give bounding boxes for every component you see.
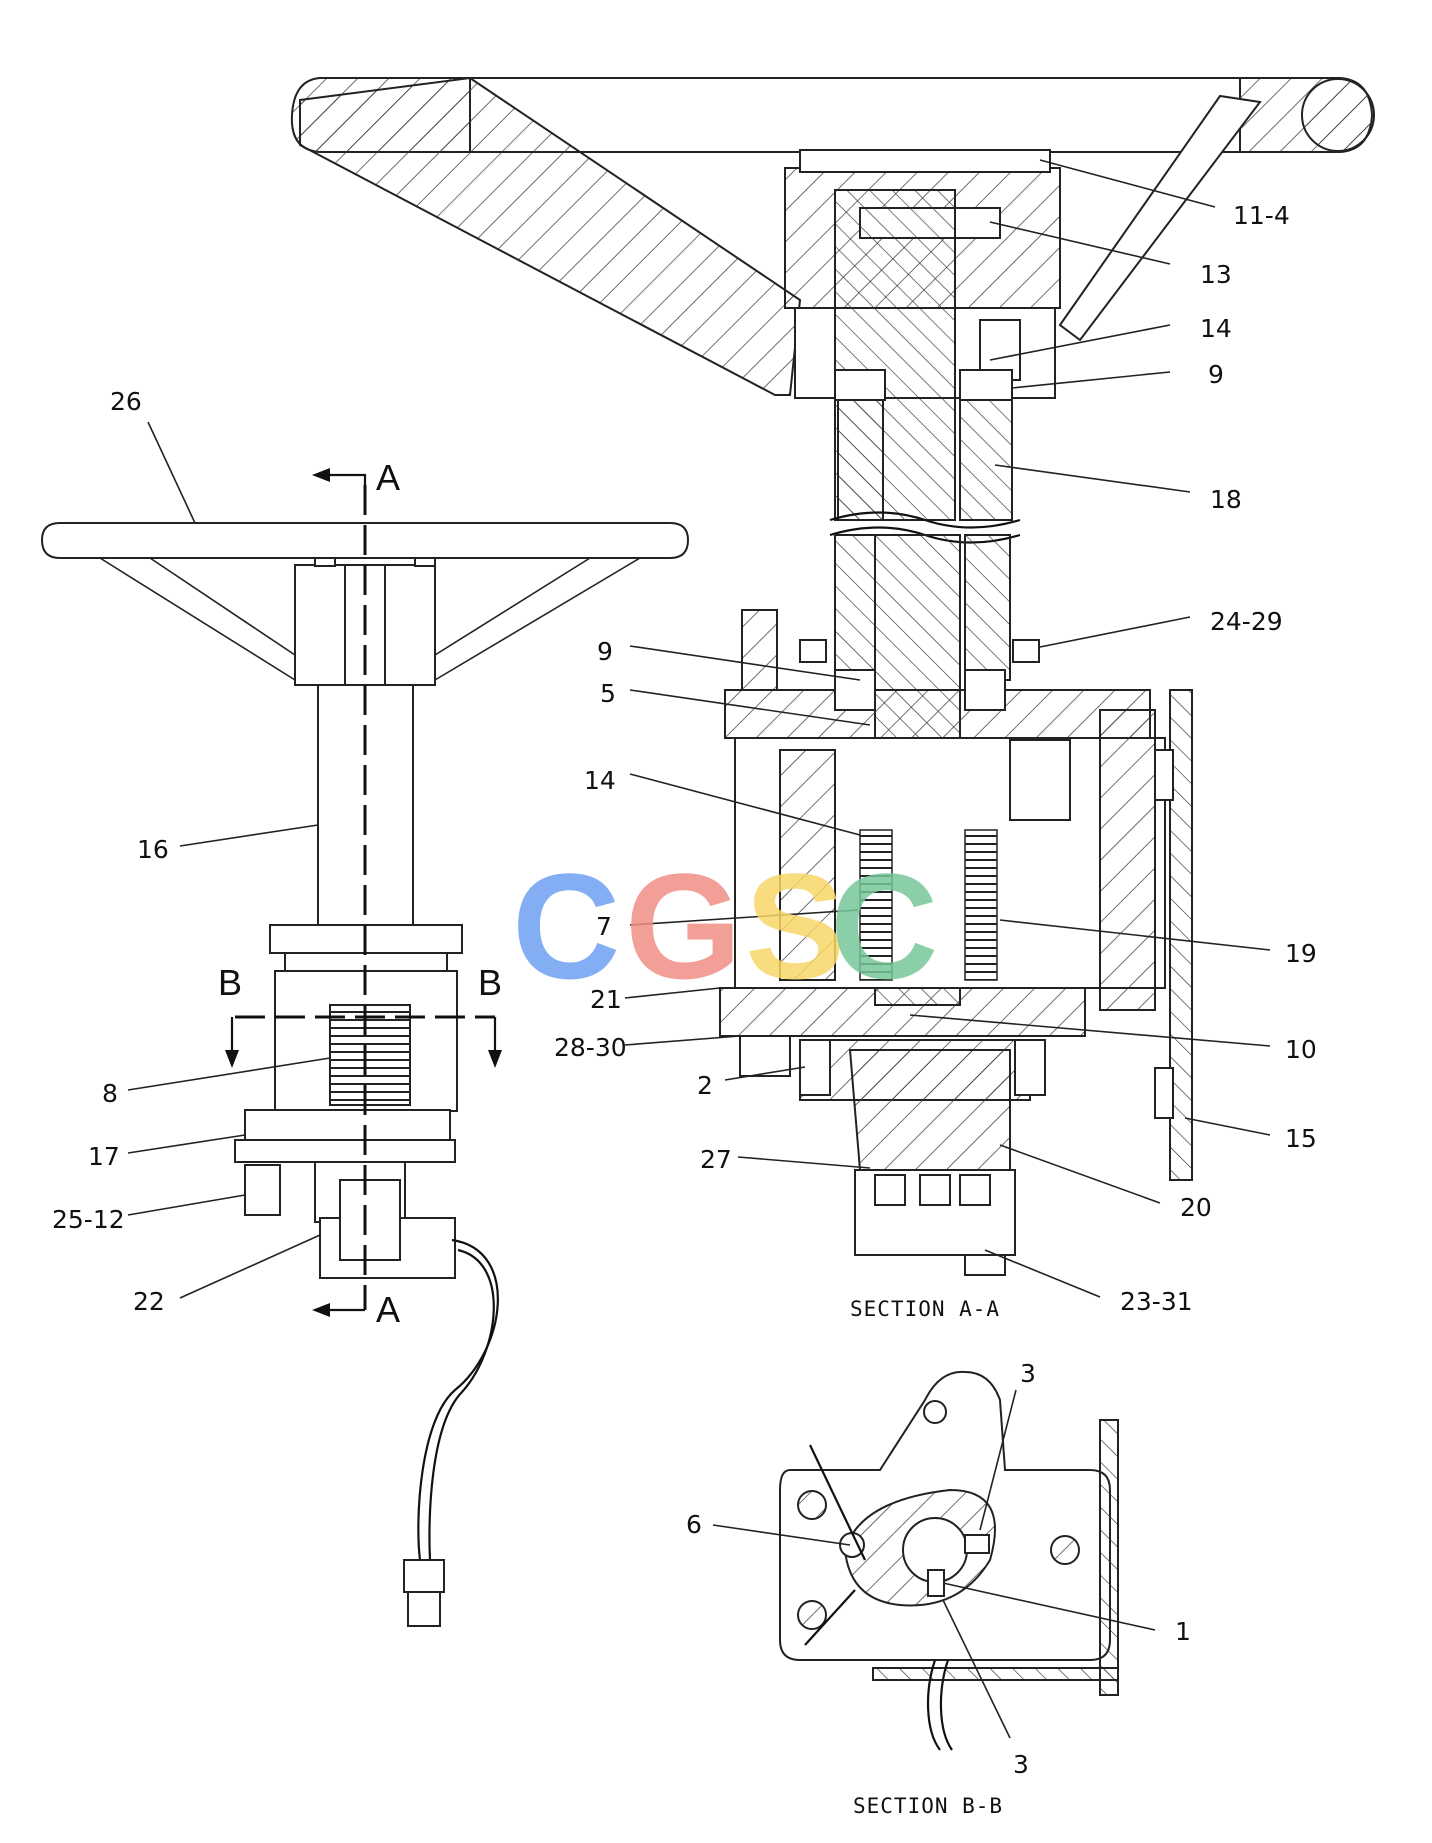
callout-3-top: 3	[1020, 1359, 1036, 1388]
cut-marker-b-right: B	[478, 962, 502, 1003]
section-bb-title: SECTION B-B	[853, 1794, 1003, 1818]
callout-8: 8	[102, 1079, 118, 1108]
watermark-letter-s: S	[745, 842, 845, 1010]
callout-20: 20	[1180, 1193, 1212, 1222]
callout-13: 13	[1200, 260, 1232, 289]
callout-24-29: 24-29	[1210, 607, 1283, 636]
callout-7: 7	[596, 912, 612, 941]
callout-23-31: 23-31	[1120, 1287, 1193, 1316]
callout-10: 10	[1285, 1035, 1317, 1064]
cut-marker-a-bottom: A	[376, 1289, 400, 1330]
callout-17: 17	[88, 1142, 120, 1171]
callout-16: 16	[137, 835, 169, 864]
section-aa-title: SECTION A-A	[850, 1297, 1000, 1321]
callout-15: 15	[1285, 1124, 1317, 1153]
callouts-left: 26 16 8 17 25-12 22	[52, 387, 169, 1316]
callout-9-lower: 9	[597, 637, 613, 666]
callout-21: 21	[590, 985, 622, 1014]
callout-28-30: 28-30	[554, 1033, 627, 1062]
callout-2: 2	[697, 1071, 713, 1100]
callout-11-4: 11-4	[1233, 201, 1290, 230]
callout-6: 6	[686, 1510, 702, 1539]
callout-5: 5	[600, 679, 616, 708]
callout-3-bottom: 3	[1013, 1750, 1029, 1779]
callouts-top-right: 11-4 13 14 9 18 24-29 9 5 14 7 19 21 10 …	[554, 201, 1317, 1316]
callout-14-upper: 14	[1200, 314, 1232, 343]
watermark-letter-c2: C	[830, 842, 938, 1010]
leader-lines	[127, 159, 1271, 1739]
cut-marker-b-left: B	[218, 962, 242, 1003]
callout-19: 19	[1285, 939, 1317, 968]
cut-marker-a-top: A	[376, 457, 400, 498]
callout-22: 22	[133, 1287, 165, 1316]
callouts-section-bb: 3 6 1 3	[686, 1359, 1191, 1779]
callout-14-lower: 14	[584, 766, 616, 795]
callout-18: 18	[1210, 485, 1242, 514]
watermark-letter-g: G	[625, 842, 742, 1010]
callout-1: 1	[1175, 1617, 1191, 1646]
watermark-logo: C G S C	[512, 842, 938, 1010]
callout-27: 27	[700, 1145, 732, 1174]
elevation-view-drawing	[40, 468, 690, 1627]
section-aa-drawing	[290, 76, 1375, 1276]
watermark-letter-c1: C	[512, 842, 620, 1010]
callout-25-12: 25-12	[52, 1205, 125, 1234]
section-bb-drawing	[779, 1370, 1119, 1751]
callout-9-upper: 9	[1208, 360, 1224, 389]
callout-26: 26	[110, 387, 142, 416]
